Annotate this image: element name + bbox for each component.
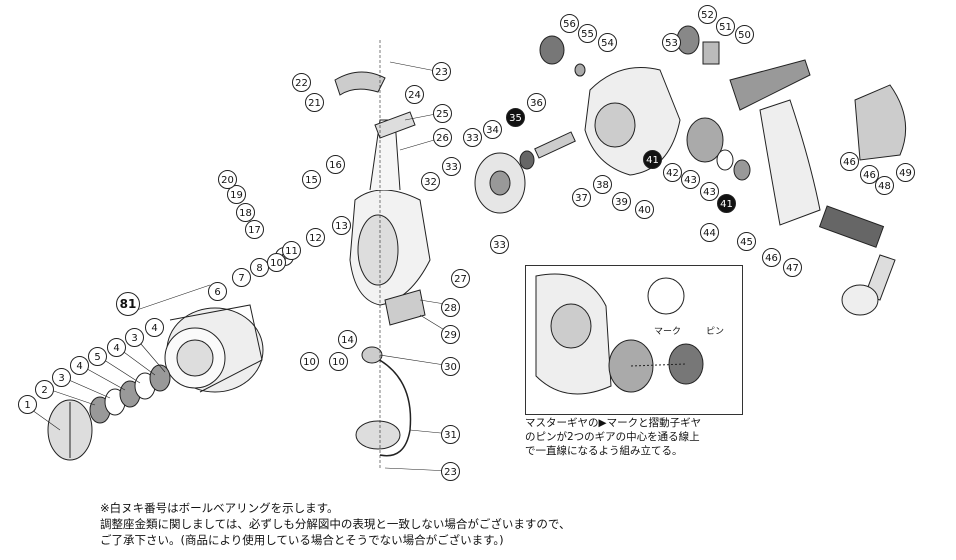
part-callout-45: 45: [737, 232, 756, 251]
gearbox-housing-drawing: [584, 67, 751, 181]
part-callout-47: 47: [783, 258, 802, 277]
part-callout-43: 43: [681, 170, 700, 189]
gear-alignment-inset: マーク ピン: [525, 265, 743, 415]
part-callout-22: 22: [292, 73, 311, 92]
part-callout-3: 3: [125, 328, 144, 347]
footnote-shims: 調整座金類に関しましては、必ずしも分解図中の表現と一致しない場合がございますので…: [100, 517, 571, 531]
part-callout-42: 42: [663, 163, 682, 182]
part-callout-13: 13: [332, 216, 351, 235]
part-callout-81: 81: [116, 292, 140, 316]
part-callout-20: 20: [218, 170, 237, 189]
part-callout-46: 46: [840, 152, 859, 171]
part-callout-10: 10: [329, 352, 348, 371]
part-callout-3: 3: [52, 368, 71, 387]
part-callout-27: 27: [451, 269, 470, 288]
part-callout-4: 4: [70, 356, 89, 375]
part-callout-49: 49: [896, 163, 915, 182]
part-callout-36: 36: [527, 93, 546, 112]
part-callout-23: 23: [441, 462, 460, 481]
part-callout-6: 6: [208, 282, 227, 301]
part-callout-21: 21: [305, 93, 324, 112]
part-callout-39: 39: [612, 192, 631, 211]
part-callout-30: 30: [441, 357, 460, 376]
footnotes: ※白ヌキ番号はボールベアリングを示します。 調整座金類に関しましては、必ずしも分…: [100, 500, 700, 548]
part-callout-56: 56: [560, 14, 579, 33]
inset-caption-line: のピンが2つのギアの中心を通る線上: [525, 431, 700, 443]
part-callout-46: 46: [762, 248, 781, 267]
reel-body-drawing: [334, 71, 431, 306]
part-callout-41: 41: [643, 150, 662, 169]
part-callout-31: 31: [441, 425, 460, 444]
part-callout-35: 35: [506, 108, 525, 127]
part-callout-17: 17: [245, 220, 264, 239]
part-callout-19: 19: [227, 185, 246, 204]
part-callout-33: 33: [463, 128, 482, 147]
part-callout-23: 23: [432, 62, 451, 81]
part-callout-33: 33: [442, 157, 461, 176]
part-callout-15: 15: [302, 170, 321, 189]
inset-caption: マスターギヤの▶マークと摺動子ギヤ のピンが2つのギアの中心を通る線上 で一直線…: [525, 416, 755, 458]
part-callout-50: 50: [735, 25, 754, 44]
part-callout-1: 1: [18, 395, 37, 414]
part-callout-5: 5: [88, 347, 107, 366]
side-cover-drawing: [729, 59, 907, 226]
part-callout-46: 46: [860, 165, 879, 184]
part-callout-55: 55: [578, 24, 597, 43]
part-callout-34: 34: [483, 120, 502, 139]
part-callout-54: 54: [598, 33, 617, 52]
part-callout-40: 40: [635, 200, 654, 219]
part-callout-7: 7: [232, 268, 251, 287]
part-callout-41: 41: [717, 194, 736, 213]
part-callout-51: 51: [716, 17, 735, 36]
part-callout-4: 4: [145, 318, 164, 337]
inset-caption-line: で一直線になるよう組み立てる。: [525, 445, 683, 457]
part-callout-43: 43: [700, 182, 719, 201]
part-callout-33: 33: [490, 235, 509, 254]
part-callout-2: 2: [35, 380, 54, 399]
mark-label: マーク: [654, 327, 682, 337]
part-callout-18: 18: [236, 203, 255, 222]
part-callout-16: 16: [326, 155, 345, 174]
bail-drawing: [355, 289, 426, 457]
part-callout-10: 10: [267, 253, 286, 272]
part-callout-48: 48: [875, 176, 894, 195]
part-callout-38: 38: [593, 175, 612, 194]
part-callout-44: 44: [700, 223, 719, 242]
footnote-disclaimer: ご了承下さい。(商品により使用している場合とそうでない場合がございます。): [100, 533, 504, 547]
part-callout-37: 37: [572, 188, 591, 207]
part-callout-26: 26: [433, 128, 452, 147]
spool-drawing: [164, 304, 264, 393]
inset-caption-line: マスターギヤの▶マークと摺動子ギヤ: [525, 417, 702, 429]
part-callout-10: 10: [300, 352, 319, 371]
part-callout-52: 52: [698, 5, 717, 24]
part-callout-4: 4: [107, 338, 126, 357]
part-callout-53: 53: [662, 33, 681, 52]
pin-label: ピン: [706, 327, 725, 337]
part-callout-14: 14: [338, 330, 357, 349]
footnote-bearing: ※白ヌキ番号はボールベアリングを示します。: [100, 501, 339, 515]
part-callout-12: 12: [306, 228, 325, 247]
part-callout-28: 28: [441, 298, 460, 317]
inset-drawing: [535, 273, 704, 395]
part-callout-32: 32: [421, 172, 440, 191]
part-callout-25: 25: [433, 104, 452, 123]
handle-drawing: [818, 205, 896, 316]
exploded-parts-diagram: [24, 25, 907, 472]
drag-knob-drawing: [47, 364, 171, 461]
rotor-gear-drawing: [474, 131, 576, 214]
part-callout-11: 11: [282, 241, 301, 260]
part-callout-24: 24: [405, 85, 424, 104]
part-callout-29: 29: [441, 325, 460, 344]
